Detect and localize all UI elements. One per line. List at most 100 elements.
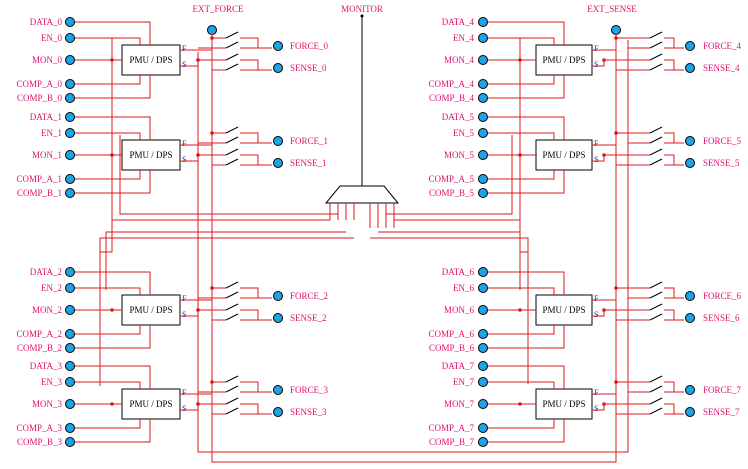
comp-b-pin [65,437,75,447]
comp-b-label: COMP_B_1 [17,188,62,198]
pmu-dps-label: PMU / DPS [542,150,585,160]
junction-dot [602,58,606,62]
ext-sense-label: EXT_SENSE [587,4,637,14]
comp-a-pin [478,329,488,339]
junction-dot [518,58,522,62]
relay-switch [225,53,239,61]
sense-relay-out [240,154,272,166]
junction-dot [614,380,618,384]
sense-out [592,403,650,411]
force-pin [273,136,283,146]
comp-a-wire [75,170,141,180]
comp-b-wire [488,170,565,194]
force-pin [273,41,283,51]
sense-pin [273,63,283,73]
junction-dot [210,131,214,135]
sense-relay-out [664,403,684,415]
data-wire [75,21,151,45]
data-label: DATA_2 [30,267,62,277]
junction-dot [518,402,522,406]
relay-switch [225,385,239,393]
data-wire [75,271,151,295]
junction-dot [196,58,200,62]
comp-b-label: COMP_B_0 [17,93,63,103]
sense-label: SENSE_1 [290,158,327,168]
mon-pin [478,305,488,315]
ext-sense-pin [611,25,621,35]
relay-switch [225,375,239,383]
sense-relay-out [240,403,272,415]
force-pin [685,385,695,395]
force-label: FORCE_5 [703,136,742,146]
mon-label: MON_2 [32,305,62,315]
force-label: FORCE_6 [703,291,742,301]
pmu-dps-block [535,294,593,326]
en-pin [478,283,488,293]
data-label: DATA_0 [30,17,63,27]
comp-b-wire [75,75,151,99]
sense-label: SENSE_2 [290,313,327,323]
force-tag: F [182,294,187,303]
data-pin [65,361,75,371]
mon-label: MON_6 [444,305,475,315]
sense-label: SENSE_7 [703,407,740,417]
sense-relay-out [664,59,684,71]
relay-switch [649,385,663,393]
sense-tag: S [594,155,598,164]
data-pin [478,17,488,27]
mon-pin [65,150,75,160]
force-relay-out [240,132,272,144]
monitor-terminal [360,14,364,18]
relay-switch [225,303,239,311]
force-pin [273,385,283,395]
mon-pin [65,55,75,65]
comp-a-pin [65,423,75,433]
mux-to-mon1 [119,135,338,215]
comp-b-pin [65,188,75,198]
en-wire [75,287,141,295]
comp-b-wire [75,170,151,194]
pmu-dps-label: PMU / DPS [542,55,585,65]
en-pin [478,128,488,138]
force-relay-out [240,287,272,299]
junction-dot [602,402,606,406]
right-rail-link [519,220,528,253]
comp-b-wire [488,325,565,349]
en-wire [75,132,141,140]
force-out [592,287,650,301]
relay-switch [649,281,663,289]
en-label: EN_3 [41,377,62,387]
force-pin [685,291,695,301]
en-label: EN_7 [453,377,474,387]
force-tag: F [594,388,599,397]
relay-switch [649,397,663,405]
junction-dot [110,402,114,406]
mux-to-mon5 [386,135,513,215]
junction-dot [210,286,214,290]
relay-switch [225,158,239,166]
relay-switch [649,31,663,39]
comp-b-label: COMP_B_5 [429,188,475,198]
en-wire [75,381,141,389]
force-relay-out [664,381,684,393]
force-relay-out [664,37,684,49]
force-label: FORCE_1 [290,136,328,146]
force-tag: F [182,139,187,148]
comp-a-wire [75,325,141,335]
en-pin [478,377,488,387]
data-label: DATA_7 [442,361,475,371]
relay-switch [649,407,663,415]
comp-a-label: COMP_A_6 [428,329,474,339]
comp-a-pin [478,423,488,433]
comp-b-wire [488,419,565,443]
mon-label: MON_7 [444,399,475,409]
sense-pin [685,63,695,73]
left-rail-link [100,220,113,253]
sense-out [180,309,226,317]
mux-to-mon6 [378,231,521,290]
mon-label: MON_1 [32,150,62,160]
mon-label: MON_0 [32,55,63,65]
force-pin [685,136,695,146]
